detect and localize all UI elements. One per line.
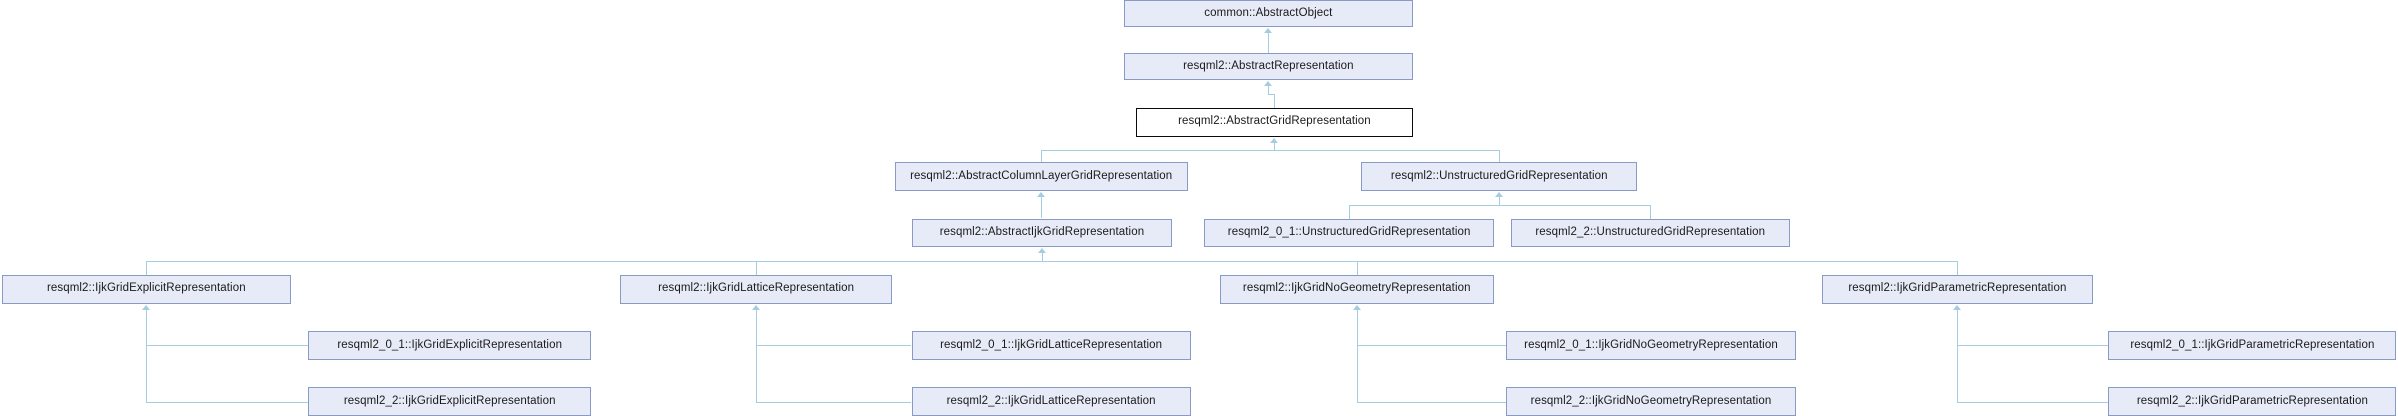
edge-segment-vertical <box>146 309 147 402</box>
class-node-label: resqml2::AbstractRepresentation <box>1183 60 1354 73</box>
edge-segment-horizontal <box>756 345 911 346</box>
class-node-label: resqml2::AbstractColumnLayerGridRepresen… <box>910 170 1173 183</box>
class-node-n7[interactable]: resqml2_2::UnstructuredGridRepresentatio… <box>1510 218 1790 248</box>
edge-segment-vertical <box>756 261 757 275</box>
class-node-n3[interactable]: resqml2::AbstractColumnLayerGridRepresen… <box>894 162 1188 192</box>
class-node-label: resqml2_2::UnstructuredGridRepresentatio… <box>1535 226 1766 239</box>
class-node-n8[interactable]: resqml2::IjkGridExplicitRepresentation <box>1 274 292 304</box>
edge-segment-horizontal <box>1957 402 2108 403</box>
class-node-label: resqml2::IjkGridNoGeometryRepresentation <box>1242 282 1471 295</box>
class-node-n12[interactable]: resqml2_0_1::IjkGridExplicitRepresentati… <box>307 330 592 360</box>
class-node-n1[interactable]: resqml2::AbstractRepresentation <box>1123 53 1414 81</box>
class-node-n19[interactable]: resqml2_2::IjkGridParametricRepresentati… <box>2108 387 2397 416</box>
edge-segment-vertical <box>1041 150 1042 163</box>
edge-segment-horizontal <box>1357 402 1506 403</box>
edge-segment-vertical <box>1357 309 1358 402</box>
class-node-n4[interactable]: resqml2::UnstructuredGridRepresentation <box>1361 162 1638 192</box>
inheritance-arrowhead-icon <box>1270 138 1278 143</box>
class-node-label: resqml2_0_1::IjkGridExplicitRepresentati… <box>337 338 563 351</box>
class-node-label: resqml2::IjkGridParametricRepresentation <box>1848 282 2067 295</box>
edge-segment-vertical <box>1274 94 1275 108</box>
inheritance-arrowhead-icon <box>1038 248 1046 253</box>
edge-segment-vertical <box>146 261 147 275</box>
inheritance-arrowhead-icon <box>142 305 150 310</box>
edge-segment-vertical <box>1957 261 1958 275</box>
inheritance-arrowhead-icon <box>1953 305 1961 310</box>
class-node-label: common::AbstractObject <box>1204 6 1333 19</box>
class-node-label: resqml2::AbstractGridRepresentation <box>1178 115 1371 128</box>
edge-segment-vertical <box>1042 252 1043 261</box>
class-node-label: resqml2_0_1::UnstructuredGridRepresentat… <box>1227 226 1471 239</box>
class-node-n13[interactable]: resqml2_0_1::IjkGridLatticeRepresentatio… <box>911 330 1191 360</box>
class-node-n11[interactable]: resqml2::IjkGridParametricRepresentation <box>1821 274 2094 304</box>
class-node-label: resqml2_0_1::IjkGridLatticeRepresentatio… <box>940 338 1163 351</box>
edge-segment-horizontal <box>1357 345 1506 346</box>
inheritance-arrowhead-icon <box>1353 305 1361 310</box>
edge-segment-horizontal <box>1349 205 1650 206</box>
class-node-n6[interactable]: resqml2_0_1::UnstructuredGridRepresentat… <box>1204 218 1494 248</box>
class-node-label: resqml2_0_1::IjkGridParametricRepresenta… <box>2130 338 2375 351</box>
edge-segment-vertical <box>1268 32 1269 53</box>
class-node-label: resqml2_2::IjkGridExplicitRepresentation <box>343 394 556 407</box>
edge-segment-horizontal <box>146 261 1957 262</box>
edge-segment-horizontal <box>146 402 308 403</box>
class-node-n14[interactable]: resqml2_0_1::IjkGridNoGeometryRepresenta… <box>1506 330 1796 360</box>
edge-segment-horizontal <box>1041 150 1499 151</box>
edge-segment-vertical <box>1357 261 1358 275</box>
class-node-label: resqml2_2::IjkGridLatticeRepresentation <box>946 394 1156 407</box>
class-node-n18[interactable]: resqml2_2::IjkGridNoGeometryRepresentati… <box>1506 387 1796 416</box>
class-node-n0[interactable]: common::AbstractObject <box>1123 0 1414 28</box>
edge-segment-vertical <box>1499 150 1500 163</box>
edge-segment-horizontal <box>1268 94 1274 95</box>
class-node-label: resqml2::IjkGridExplicitRepresentation <box>46 282 246 295</box>
class-node-label: resqml2::IjkGridLatticeRepresentation <box>658 282 855 295</box>
class-node-n10[interactable]: resqml2::IjkGridNoGeometryRepresentation <box>1219 274 1494 304</box>
class-node-n17[interactable]: resqml2_2::IjkGridLatticeRepresentation <box>911 387 1191 416</box>
class-node-n15[interactable]: resqml2_0_1::IjkGridParametricRepresenta… <box>2108 330 2397 360</box>
class-node-n9[interactable]: resqml2::IjkGridLatticeRepresentation <box>620 274 892 304</box>
inheritance-arrowhead-icon <box>1495 192 1503 197</box>
edge-segment-vertical <box>1274 142 1275 150</box>
class-node-label: resqml2_2::IjkGridParametricRepresentati… <box>2136 394 2368 407</box>
edge-segment-vertical <box>1499 196 1500 205</box>
class-node-n16[interactable]: resqml2_2::IjkGridExplicitRepresentation <box>307 387 592 416</box>
edge-segment-horizontal <box>756 402 911 403</box>
edge-segment-horizontal <box>146 345 308 346</box>
class-node-label: resqml2::AbstractIjkGridRepresentation <box>939 226 1145 239</box>
edge-segment-vertical <box>756 309 757 402</box>
edge-segment-vertical <box>1650 205 1651 219</box>
edge-segment-vertical <box>1268 85 1269 94</box>
class-node-label: resqml2_0_1::IjkGridNoGeometryRepresenta… <box>1524 338 1778 351</box>
edge-segment-vertical <box>1041 196 1042 218</box>
edge-segment-horizontal <box>1957 345 2108 346</box>
inheritance-arrowhead-icon <box>1264 28 1272 33</box>
class-node-label: resqml2_2::IjkGridNoGeometryRepresentati… <box>1530 394 1772 407</box>
edge-segment-vertical <box>1349 205 1350 219</box>
class-node-n2[interactable]: resqml2::AbstractGridRepresentation <box>1135 107 1414 137</box>
edge-segment-vertical <box>1957 309 1958 402</box>
class-node-n5[interactable]: resqml2::AbstractIjkGridRepresentation <box>911 218 1173 248</box>
inheritance-arrowhead-icon <box>1264 81 1272 86</box>
inheritance-arrowhead-icon <box>752 305 760 310</box>
class-node-label: resqml2::UnstructuredGridRepresentation <box>1390 170 1608 183</box>
inheritance-arrowhead-icon <box>1037 192 1045 197</box>
